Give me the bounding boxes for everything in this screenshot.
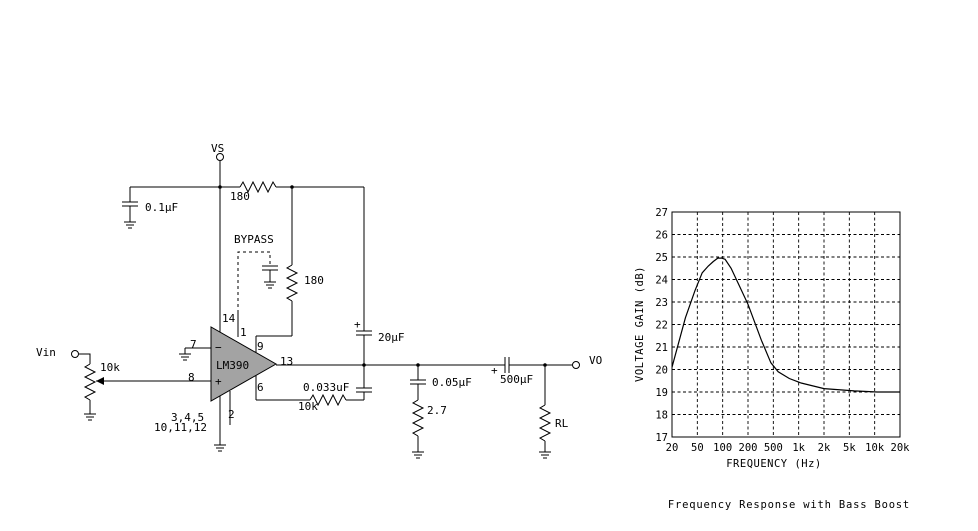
y-tick-label: 24: [655, 275, 668, 287]
series-line-gain: [671, 257, 900, 393]
pin-9: 9: [257, 340, 264, 353]
c01-label: 0.1µF: [145, 201, 178, 214]
y-axis-label: VOLTAGE GAIN (dB): [634, 266, 646, 382]
chart-gridlines: [672, 212, 900, 437]
resistor-rl: [538, 404, 552, 442]
pin-13: 13: [280, 355, 293, 368]
y-tick-labels: 17 18 19 20 21 22 23 24 25 26 27: [655, 207, 668, 444]
r10k-fb-label: 10k: [298, 400, 318, 413]
gnd-pins-label-2: 10,11,12: [154, 421, 207, 434]
x-axis-label: FREQUENCY (Hz): [726, 458, 822, 470]
y-tick-label: 22: [655, 320, 668, 332]
opamp-name: LM390: [216, 359, 249, 372]
c20-label: 20µF: [378, 331, 405, 344]
potentiometer-10k: [83, 363, 97, 401]
pin-14: 14: [222, 312, 236, 325]
pin-1: 1: [240, 326, 247, 339]
resistor-180-top: [239, 180, 277, 194]
opamp-plus: +: [215, 375, 222, 388]
bypass-wire-dashed: [237, 251, 271, 313]
y-tick-label: 19: [655, 387, 668, 399]
c500-plus: +: [491, 364, 498, 377]
y-tick-label: 23: [655, 297, 668, 309]
x-tick-label: 20k: [891, 442, 911, 454]
r180-right-label: 180: [304, 274, 324, 287]
ground-symbol: [124, 221, 136, 229]
c0033-label: 0.033uF: [303, 381, 349, 394]
r27-label: 2.7: [427, 404, 447, 417]
bypass-label: BYPASS: [234, 233, 274, 246]
ground-symbol: [179, 353, 191, 361]
pin-7: 7: [190, 338, 197, 351]
x-tick-label: 2k: [818, 442, 831, 454]
frequency-response-chart: 17 18 19 20 21 22 23 24 25 26 27 20 50 100 200 500 1k 2k…: [634, 207, 910, 511]
x-tick-labels: 20 50 100 200 500 1k 2k 5k 10k 20k: [666, 442, 910, 454]
x-tick-label: 5k: [843, 442, 856, 454]
ground-symbol: [264, 281, 276, 289]
r180-top-label: 180: [230, 190, 250, 203]
pot-wiper-arrow: [96, 377, 104, 385]
ground-symbol: [214, 444, 226, 452]
lm390-opamp: [210, 326, 278, 402]
y-tick-label: 17: [655, 432, 668, 444]
plot-frame: [671, 211, 901, 438]
c500-label: 500µF: [500, 373, 533, 386]
pot-10k-label: 10k: [100, 361, 120, 374]
amplifier-schematic: VS 0.1µF 180 180 + 20µF B: [36, 142, 602, 459]
resistor-10k-feedback: [309, 393, 347, 407]
rl-label: RL: [555, 417, 569, 430]
x-tick-label: 10k: [865, 442, 885, 454]
pin-6: 6: [257, 381, 264, 394]
x-tick-label: 500: [764, 442, 783, 454]
x-tick-label: 50: [691, 442, 704, 454]
vin-label: Vin: [36, 346, 56, 359]
x-tick-label: 100: [713, 442, 732, 454]
chart-caption: Frequency Response with Bass Boost: [668, 499, 910, 511]
c005-label: 0.05µF: [432, 376, 472, 389]
junction-out-1: [362, 363, 366, 367]
x-tick-label: 200: [739, 442, 758, 454]
opamp-minus: −: [215, 341, 222, 354]
pin-2: 2: [228, 408, 235, 421]
vo-label: VO: [589, 354, 602, 367]
y-tick-label: 27: [655, 207, 668, 219]
vs-terminal: [216, 153, 224, 161]
wire-vin: [79, 353, 91, 364]
y-tick-label: 20: [655, 365, 668, 377]
vs-label: VS: [211, 142, 224, 155]
y-tick-label: 26: [655, 230, 668, 242]
y-tick-label: 25: [655, 252, 668, 264]
vo-terminal: [572, 361, 580, 369]
x-tick-label: 20: [666, 442, 679, 454]
resistor-2-7: [411, 399, 425, 437]
vin-terminal: [71, 350, 79, 358]
ground-symbol: [412, 451, 424, 459]
c20-plus: +: [354, 318, 361, 331]
ground-symbol: [84, 413, 96, 421]
y-tick-label: 21: [655, 342, 668, 354]
pin-8: 8: [188, 371, 195, 384]
gnd-pins-label-1: 3,4,5: [171, 411, 204, 424]
ground-symbol: [539, 451, 551, 459]
x-tick-label: 1k: [792, 442, 805, 454]
resistor-180-right: [285, 264, 299, 302]
y-tick-label: 18: [655, 410, 668, 422]
